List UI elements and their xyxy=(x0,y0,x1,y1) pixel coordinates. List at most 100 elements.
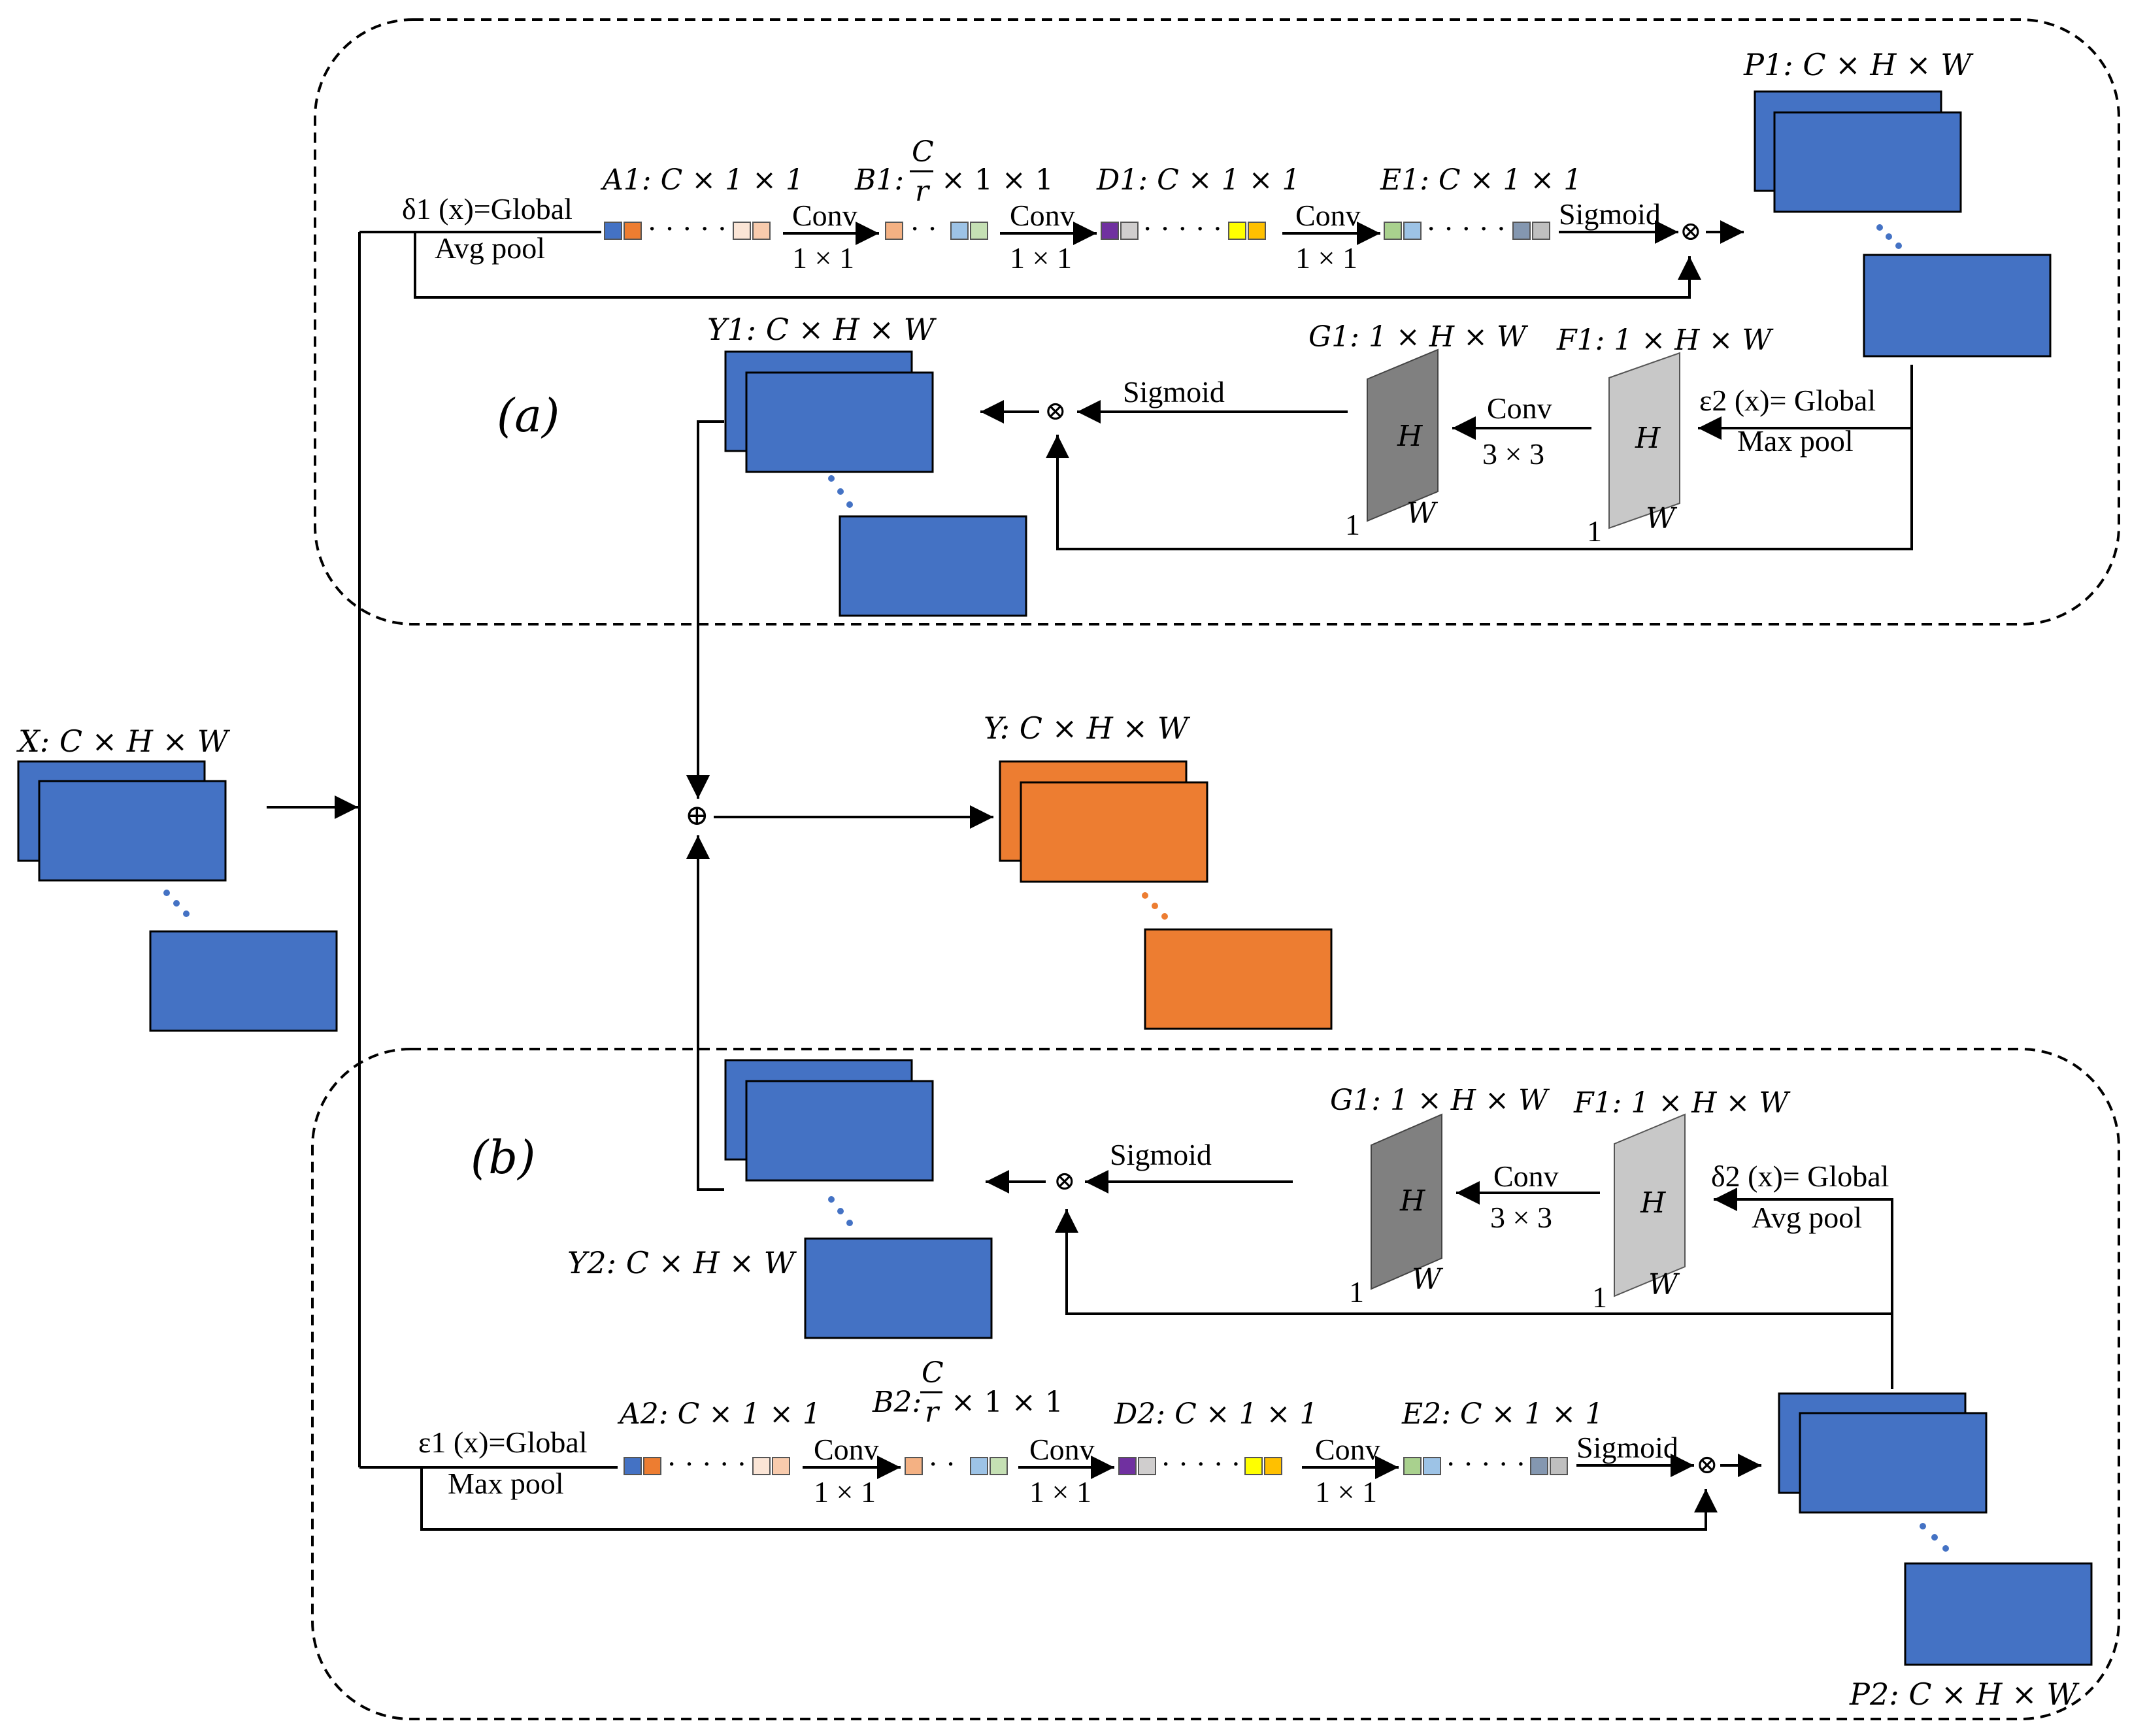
svg-text:H: H xyxy=(1635,422,1661,455)
a2-cubes: · · · · · xyxy=(624,1447,790,1480)
svg-text:· ·: · · xyxy=(910,212,937,245)
conv-b1-label: Conv xyxy=(1010,199,1075,232)
f1-slab-a xyxy=(1608,352,1680,529)
section-b-label: (b) xyxy=(471,1131,535,1184)
svg-text:1 × 1: 1 × 1 xyxy=(814,1475,876,1509)
svg-text:3 × 3: 3 × 3 xyxy=(1490,1201,1552,1234)
svg-text:W: W xyxy=(1646,502,1678,535)
svg-text:· · · · ·: · · · · · xyxy=(1446,1447,1526,1480)
svg-text:C: C xyxy=(922,1356,944,1390)
d1-cubes: · · · · · xyxy=(1101,212,1266,245)
y1-label: Y1: C × H × W xyxy=(707,312,937,347)
output-y-stack xyxy=(999,760,1333,1030)
svg-text:× 1 × 1: × 1 × 1 xyxy=(941,163,1054,197)
input-x-stack xyxy=(17,760,338,1032)
sigmoid-a-label: Sigmoid xyxy=(1123,375,1225,409)
conv-3x3-a-label: Conv xyxy=(1487,392,1552,425)
p2-label: P2: C × H × W xyxy=(1849,1677,2080,1712)
svg-text:H: H xyxy=(1399,1184,1426,1218)
b2-cubes: · · xyxy=(905,1447,1008,1480)
svg-text:· · · · ·: · · · · · xyxy=(647,212,727,245)
eps2-pool-label: Max pool xyxy=(1737,424,1854,458)
eps1-pool-label: Max pool xyxy=(448,1467,564,1500)
g1-slab-b xyxy=(1371,1113,1442,1290)
conv-3x3-b-label: Conv xyxy=(1493,1160,1559,1193)
svg-text:1 × 1: 1 × 1 xyxy=(1295,241,1357,275)
a2-label: A2: C × 1 × 1 xyxy=(617,1397,821,1431)
f1-slab-b xyxy=(1614,1113,1686,1297)
svg-text:1: 1 xyxy=(1587,514,1602,548)
p1-label: P1: C × H × W xyxy=(1743,47,1974,82)
d1-label: D1: C × 1 × 1 xyxy=(1096,163,1300,197)
section-b-border xyxy=(311,1048,2120,1720)
svg-text:1 × 1: 1 × 1 xyxy=(1010,241,1072,275)
svg-text:r: r xyxy=(915,175,931,208)
p2-stack xyxy=(1778,1392,2093,1666)
conv-b2-label: Conv xyxy=(1029,1433,1095,1466)
svg-text:1: 1 xyxy=(1349,1275,1364,1309)
svg-text:W: W xyxy=(1412,1263,1444,1296)
d2-cubes: · · · · · xyxy=(1118,1447,1282,1480)
svg-text:· · · · ·: · · · · · xyxy=(1426,212,1506,245)
svg-text:· · · · ·: · · · · · xyxy=(1142,212,1223,245)
b1-label: B1: xyxy=(854,163,904,197)
conv-a1-label: Conv xyxy=(792,199,857,232)
delta1-label: δ1 (x)=Global xyxy=(402,192,573,225)
e1-cubes: · · · · · xyxy=(1384,212,1550,245)
conv-a2-label: Conv xyxy=(814,1433,879,1466)
svg-text:· · · · ·: · · · · · xyxy=(667,1447,747,1480)
multiply-a-spatial: ⊗ xyxy=(1044,396,1067,426)
section-a-border xyxy=(314,18,2120,626)
svg-text:· ·: · · xyxy=(928,1447,956,1480)
svg-text:1 × 1: 1 × 1 xyxy=(792,241,854,275)
svg-text:1: 1 xyxy=(1345,508,1360,541)
svg-text:r: r xyxy=(925,1395,940,1429)
y2-stack xyxy=(724,1059,993,1339)
sigmoid-b-bottom-label: Sigmoid xyxy=(1576,1431,1678,1464)
delta2-pool-label: Avg pool xyxy=(1752,1201,1862,1234)
g1-a-label: G1: 1 × H × W xyxy=(1308,320,1529,354)
svg-text:H: H xyxy=(1640,1186,1667,1220)
output-y-label: Y: C × H × W xyxy=(984,710,1191,746)
svg-text:W: W xyxy=(1648,1268,1680,1301)
input-x-label: X: C × H × W xyxy=(16,724,231,759)
svg-text:H: H xyxy=(1397,420,1423,453)
y1-stack xyxy=(724,350,1027,617)
delta1-pool-label: Avg pool xyxy=(435,231,545,265)
svg-text:× 1 × 1: × 1 × 1 xyxy=(951,1386,1063,1419)
eps2-label: ε2 (x)= Global xyxy=(1699,384,1876,417)
multiply-b-spatial: ⊗ xyxy=(1054,1166,1076,1196)
sum-node: ⊕ xyxy=(685,799,709,832)
svg-text:3 × 3: 3 × 3 xyxy=(1482,437,1544,471)
g1-b-label: G1: 1 × H × W xyxy=(1330,1084,1550,1117)
conv-d1-label: Conv xyxy=(1295,199,1361,232)
svg-text:· · · · ·: · · · · · xyxy=(1161,1447,1241,1480)
g1-slab-a xyxy=(1367,348,1439,522)
a1-cubes: · · · · · xyxy=(604,212,771,245)
eps1-label: ε1 (x)=Global xyxy=(418,1426,588,1459)
multiply-a-top: ⊗ xyxy=(1680,216,1702,246)
sigmoid-b-label: Sigmoid xyxy=(1110,1138,1212,1171)
e1-label: E1: C × 1 × 1 xyxy=(1380,163,1582,197)
svg-text:1 × 1: 1 × 1 xyxy=(1315,1475,1377,1509)
svg-text:W: W xyxy=(1406,497,1439,530)
f1-b-label: F1: 1 × H × W xyxy=(1573,1086,1791,1120)
a1-label: A1: C × 1 × 1 xyxy=(600,163,804,197)
p1-stack xyxy=(1754,90,2052,358)
d2-label: D2: C × 1 × 1 xyxy=(1114,1397,1318,1431)
f1-a-label: F1: 1 × H × W xyxy=(1556,324,1774,357)
conv-d2-label: Conv xyxy=(1315,1433,1380,1466)
sigmoid-a-top-label: Sigmoid xyxy=(1559,197,1661,231)
y2-label: Y2: C × H × W xyxy=(567,1245,797,1280)
b2-label: B2: xyxy=(872,1386,922,1419)
svg-text:1 × 1: 1 × 1 xyxy=(1029,1475,1091,1509)
delta2-label: δ2 (x)= Global xyxy=(1711,1160,1889,1193)
svg-text:C: C xyxy=(912,135,934,169)
e2-cubes: · · · · · xyxy=(1403,1447,1568,1480)
multiply-b-bottom: ⊗ xyxy=(1696,1450,1718,1480)
section-a-label: (a) xyxy=(497,389,559,442)
svg-text:1: 1 xyxy=(1592,1280,1607,1314)
e2-label: E2: C × 1 × 1 xyxy=(1401,1397,1603,1431)
